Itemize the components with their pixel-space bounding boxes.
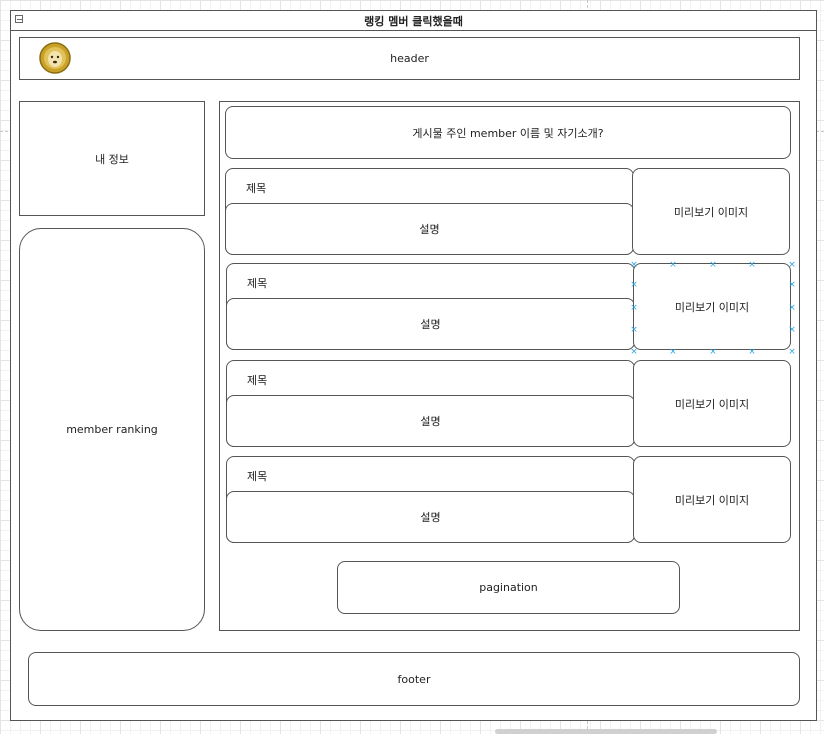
- doge-coin-icon: [39, 42, 71, 74]
- selection-handle-icon[interactable]: ×: [788, 303, 796, 313]
- post-description-label: 설명: [420, 415, 441, 428]
- selection-handle-icon[interactable]: ×: [669, 347, 677, 357]
- post-title: 제목: [247, 470, 268, 483]
- post-description-label: 설명: [419, 223, 440, 236]
- post-description-box[interactable]: 설명: [226, 395, 635, 447]
- horizontal-scrollbar[interactable]: [495, 729, 717, 734]
- pagination-label: pagination: [479, 581, 538, 594]
- member-intro-label: 게시물 주인 member 이름 및 자기소개?: [412, 126, 604, 140]
- post-description-box[interactable]: 설명: [225, 203, 634, 255]
- post-description-box[interactable]: 설명: [226, 298, 635, 350]
- selection-handle-icon[interactable]: ×: [788, 347, 796, 357]
- pagination-box[interactable]: pagination: [337, 561, 680, 614]
- post-description-label: 설명: [420, 318, 441, 331]
- post-description-box[interactable]: 설명: [226, 491, 635, 543]
- preview-image-label: 미리보기 이미지: [673, 205, 749, 219]
- selection-handle-icon[interactable]: ×: [709, 260, 717, 270]
- post-description-label: 설명: [420, 511, 441, 524]
- member-intro-box[interactable]: 게시물 주인 member 이름 및 자기소개?: [225, 106, 791, 159]
- member-ranking-box[interactable]: member ranking: [19, 228, 205, 631]
- my-info-box[interactable]: 내 정보: [19, 101, 205, 216]
- header-label: header: [390, 52, 429, 65]
- member-ranking-label: member ranking: [66, 423, 158, 436]
- my-info-label: 내 정보: [95, 152, 129, 166]
- selection-handle-icon[interactable]: ×: [630, 325, 638, 335]
- footer-box[interactable]: footer: [28, 652, 800, 706]
- preview-image-box[interactable]: 미리보기 이미지: [632, 168, 790, 255]
- selection-handle-icon[interactable]: ×: [630, 260, 638, 270]
- selection-handle-icon[interactable]: ×: [630, 303, 638, 313]
- preview-image-box[interactable]: 미리보기 이미지: [633, 263, 791, 350]
- selection-handle-icon[interactable]: ×: [788, 325, 796, 335]
- selection-handle-icon[interactable]: ×: [630, 347, 638, 357]
- preview-image-label: 미리보기 이미지: [674, 493, 750, 507]
- selection-handle-icon[interactable]: ×: [748, 260, 756, 270]
- post-title: 제목: [247, 277, 268, 290]
- selection-handle-icon[interactable]: ×: [669, 260, 677, 270]
- selection-handle-icon[interactable]: ×: [709, 347, 717, 357]
- selection-handle-icon[interactable]: ×: [630, 280, 638, 290]
- preview-image-box[interactable]: 미리보기 이미지: [633, 456, 791, 543]
- preview-image-label: 미리보기 이미지: [674, 397, 750, 411]
- preview-image-label: 미리보기 이미지: [674, 300, 750, 314]
- preview-image-box[interactable]: 미리보기 이미지: [633, 360, 791, 447]
- collapse-icon[interactable]: −: [15, 15, 23, 24]
- header-box[interactable]: header: [19, 37, 800, 80]
- container-title: 랭킹 멤버 클릭했을때: [364, 14, 463, 28]
- selection-handle-icon[interactable]: ×: [788, 260, 796, 270]
- footer-label: footer: [397, 672, 431, 686]
- selection-handle-icon[interactable]: ×: [788, 280, 796, 290]
- post-title: 제목: [246, 182, 267, 195]
- selection-handle-icon[interactable]: ×: [748, 347, 756, 357]
- post-title: 제목: [247, 374, 268, 387]
- container-title-bar[interactable]: − 랭킹 멤버 클릭했을때: [10, 10, 817, 31]
